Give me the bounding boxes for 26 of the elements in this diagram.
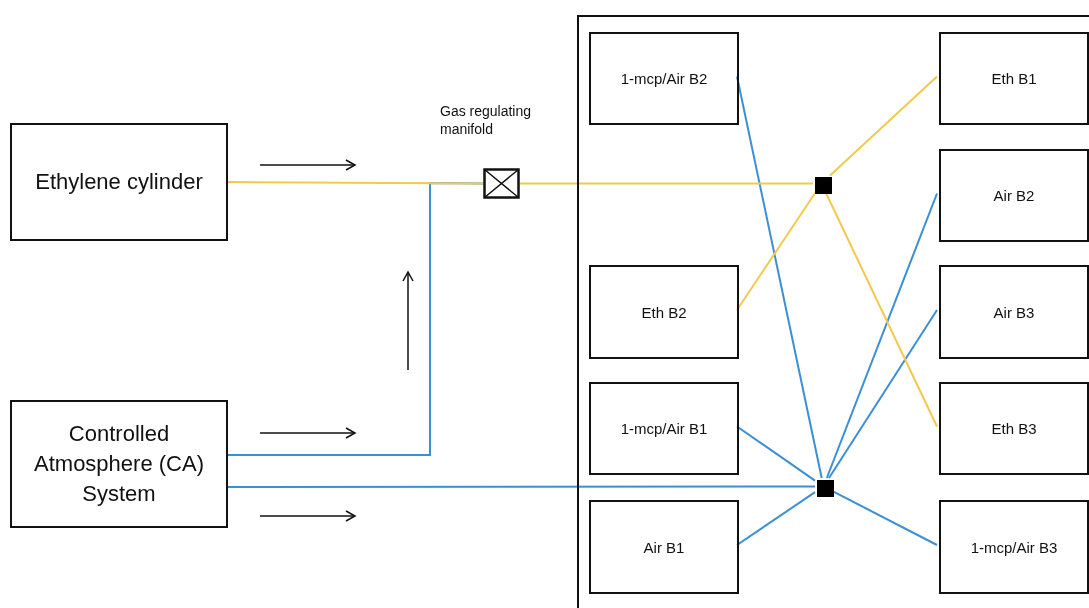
gas-line: [736, 491, 816, 546]
gas-line: [736, 425, 816, 482]
junction-square: [817, 480, 834, 497]
gas-line: [825, 192, 938, 479]
gas-line: [736, 75, 823, 479]
chamber-box: 1-mcp/Air B3: [939, 500, 1089, 594]
chamber-box: Air B2: [939, 149, 1089, 242]
chamber-box: 1-mcp/Air B1: [589, 382, 739, 475]
gas-line: [829, 75, 938, 177]
chamber-box: Eth B2: [589, 265, 739, 359]
process-box: Controlled Atmosphere (CA) System: [10, 400, 228, 528]
chamber-box: Eth B1: [939, 32, 1089, 125]
gas-line: [227, 181, 484, 185]
gas-line: [736, 191, 817, 311]
chamber-box: Air B3: [939, 265, 1089, 359]
chamber-box: Eth B3: [939, 382, 1089, 475]
junction-square: [815, 177, 832, 194]
chamber-box: 1-mcp/Air B2: [589, 32, 739, 125]
gas-line: [227, 485, 816, 488]
gas-line: [828, 309, 938, 479]
component-label: Gas regulating manifold: [440, 102, 533, 139]
process-box: Ethylene cylinder: [10, 123, 228, 241]
chamber-box: Air B1: [589, 500, 739, 594]
gas-line: [519, 182, 814, 185]
storage-room-box: [577, 15, 1089, 608]
valve-symbol: [483, 168, 520, 199]
